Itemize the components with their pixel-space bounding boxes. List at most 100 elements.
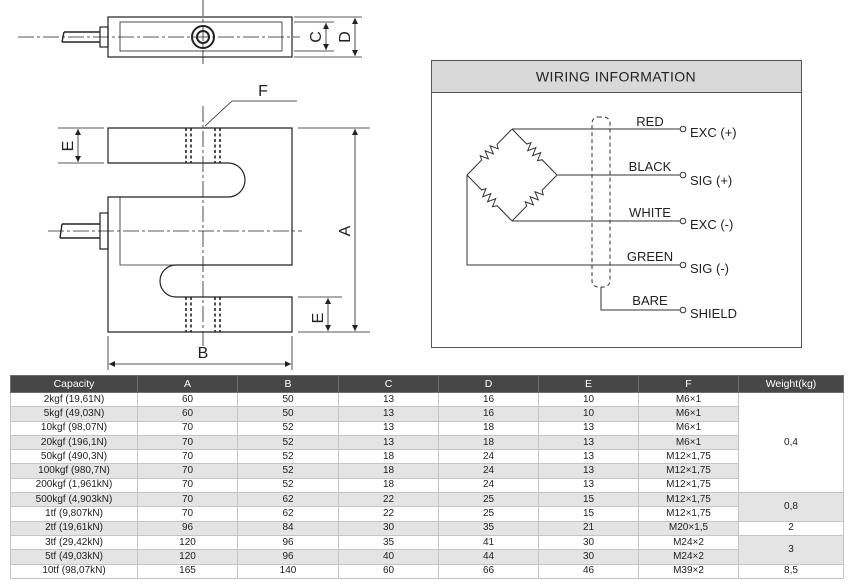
- weight-cell: 8,5: [738, 563, 844, 579]
- f-cell: M39×2: [638, 563, 739, 579]
- header-capacity: Capacity: [10, 375, 138, 393]
- e-cell: 21: [538, 520, 639, 536]
- d-cell: 25: [438, 506, 539, 522]
- wire-color-black: BLACK: [629, 159, 672, 174]
- a-cell: 70: [137, 434, 238, 451]
- dimension-b: [107, 336, 293, 370]
- c-cell: 35: [338, 534, 439, 551]
- e-cell: 13: [538, 420, 639, 436]
- capacity-cell: 50kgf (490,3N): [10, 449, 138, 465]
- wire-green: [466, 175, 680, 266]
- d-cell: 41: [438, 534, 539, 551]
- wire-bare: [600, 287, 680, 311]
- d-cell: 44: [438, 549, 539, 565]
- dimension-e-bottom: [298, 296, 342, 331]
- label-f: F: [258, 83, 268, 100]
- dimension-a: [298, 127, 370, 333]
- d-cell: 18: [438, 434, 539, 451]
- capacity-cell: 10tf (98,07kN): [10, 563, 138, 579]
- a-cell: 60: [137, 406, 238, 422]
- b-cell: 140: [237, 563, 339, 579]
- f-cell: M6×1: [638, 406, 739, 422]
- d-cell: 24: [438, 449, 539, 465]
- a-cell: 120: [137, 549, 238, 565]
- wiring-panel-title-bar: [431, 60, 802, 93]
- c-cell: 13: [338, 420, 439, 436]
- weight-cell: 2: [738, 520, 844, 536]
- wire-color-red: RED: [636, 114, 663, 129]
- b-cell: 62: [237, 492, 339, 508]
- b-cell: 52: [237, 477, 339, 494]
- f-cell: M12×1,75: [638, 449, 739, 465]
- f-cell: M24×2: [638, 534, 739, 551]
- label-e-bottom: E: [310, 313, 327, 324]
- wiring-panel-title: WIRING INFORMATION: [536, 69, 696, 85]
- table-header-row: Capacity A B C D E F Weight(kg): [10, 375, 844, 393]
- d-cell: 24: [438, 463, 539, 479]
- front-view: [48, 106, 302, 346]
- b-cell: 96: [237, 534, 339, 551]
- header-a: A: [137, 375, 238, 393]
- capacity-cell: 100kgf (980,7N): [10, 463, 138, 479]
- e-cell: 10: [538, 406, 639, 422]
- terminal-shield: [679, 306, 687, 314]
- a-cell: 70: [137, 477, 238, 494]
- d-cell: 16: [438, 406, 539, 422]
- weight-cell: 0,4: [738, 391, 844, 494]
- wire-color-white: WHITE: [629, 205, 671, 220]
- cable-connector-outline: [591, 116, 611, 288]
- b-cell: 96: [237, 549, 339, 565]
- capacity-cell: 2kgf (19,61N): [10, 391, 138, 408]
- capacity-cell: 20kgf (196,1N): [10, 434, 138, 451]
- a-cell: 70: [137, 492, 238, 508]
- c-cell: 13: [338, 391, 439, 408]
- specification-table: Capacity A B C D E F Weight(kg) 2kgf (19…: [10, 375, 844, 579]
- capacity-cell: 5tf (49,03kN): [10, 549, 138, 565]
- bottom-bolt-hole-hidden-lines: [185, 297, 221, 332]
- c-cell: 30: [338, 520, 439, 536]
- dimension-e-top: [58, 127, 104, 164]
- b-cell: 52: [237, 434, 339, 451]
- wire-color-bare: BARE: [632, 293, 668, 308]
- f-cell: M12×1,75: [638, 506, 739, 522]
- e-cell: 15: [538, 506, 639, 522]
- d-cell: 24: [438, 477, 539, 494]
- wires: [466, 116, 687, 314]
- d-cell: 25: [438, 492, 539, 508]
- c-cell: 13: [338, 434, 439, 451]
- capacity-cell: 3tf (29,42kN): [10, 534, 138, 551]
- label-a: A: [337, 225, 354, 236]
- capacity-cell: 1tf (9,807kN): [10, 506, 138, 522]
- e-cell: 30: [538, 549, 639, 565]
- e-cell: 13: [538, 477, 639, 494]
- s-beam-body: [107, 127, 293, 333]
- c-cell: 13: [338, 406, 439, 422]
- signal-shield: SHIELD: [690, 306, 737, 321]
- header-f: F: [638, 375, 739, 393]
- b-cell: 50: [237, 406, 339, 422]
- signal-sig-plus: SIG (+): [690, 173, 732, 188]
- top-view: [18, 0, 300, 64]
- terminal-exc-minus: [679, 217, 687, 225]
- capacity-cell: 2tf (19,61kN): [10, 520, 138, 536]
- b-cell: 84: [237, 520, 339, 536]
- leader-f: [204, 100, 297, 127]
- f-cell: M6×1: [638, 391, 739, 408]
- f-cell: M12×1,75: [638, 492, 739, 508]
- a-cell: 70: [137, 420, 238, 436]
- d-cell: 35: [438, 520, 539, 536]
- e-cell: 30: [538, 534, 639, 551]
- a-cell: 60: [137, 391, 238, 408]
- d-cell: 16: [438, 391, 539, 408]
- f-cell: M6×1: [638, 434, 739, 451]
- s-beam-inner-edge: [119, 197, 176, 266]
- top-view-body-inner: [119, 21, 283, 52]
